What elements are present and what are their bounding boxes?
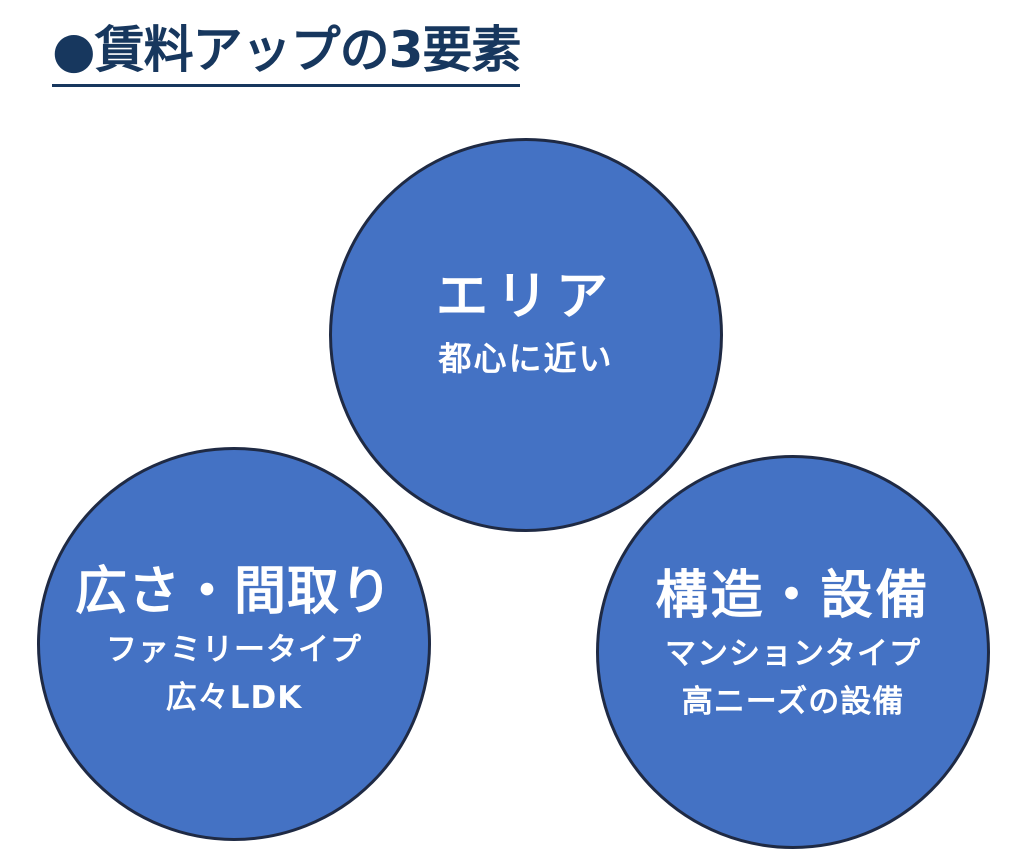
factor-heading: 広さ・間取り [74,562,393,622]
factor-circle-structure-equipment: 構造・設備 マンションタイプ 高ニーズの設備 [596,455,990,849]
factor-heading: 構造・設備 [655,566,931,626]
page-title: ●賃料アップの3要素 [52,18,521,87]
factor-detail: 広々LDK [165,680,303,716]
factor-detail: ファミリータイプ [106,632,362,668]
factor-heading: エリア [435,267,616,327]
factor-detail: マンションタイプ [665,636,921,672]
factor-detail: 都心に近い [438,339,614,378]
factor-circle-size-layout: 広さ・間取り ファミリータイプ 広々LDK [37,447,431,841]
factor-circle-area: エリア 都心に近い [329,138,723,532]
factor-detail: 高ニーズの設備 [681,684,905,720]
